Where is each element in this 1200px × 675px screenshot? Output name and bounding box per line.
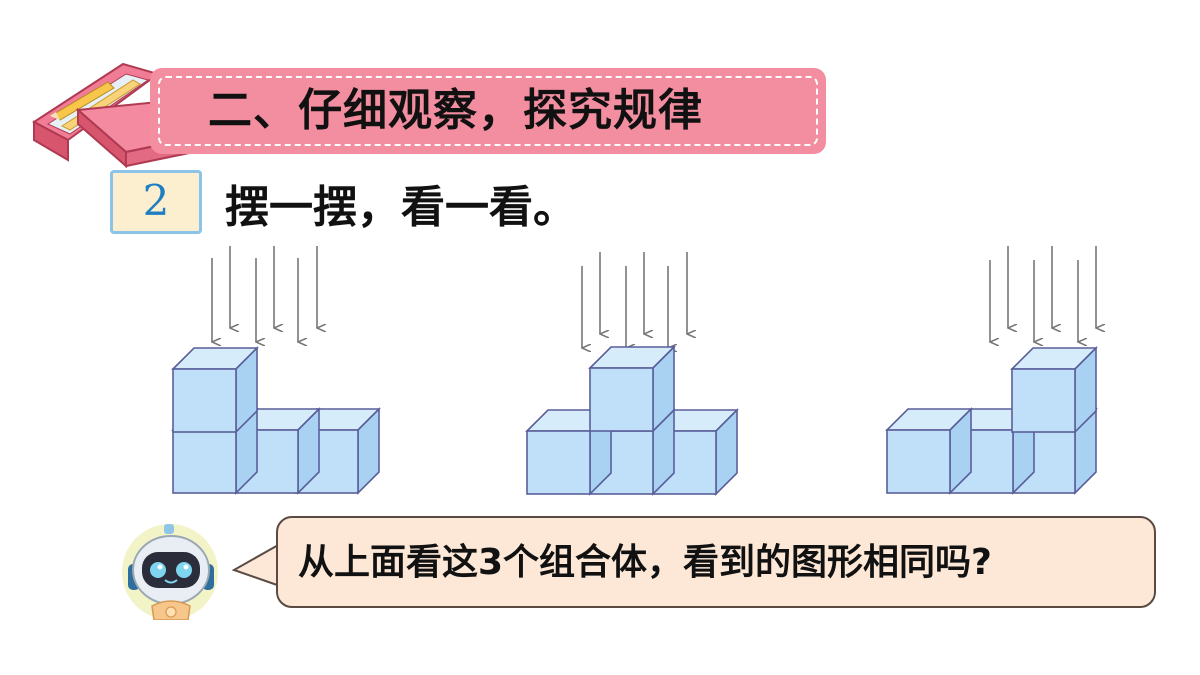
figure-3 <box>886 246 1097 494</box>
figure-1 <box>172 246 380 494</box>
question-text: 从上面看这3个组合体，看到的图形相同吗? <box>298 542 992 583</box>
banner-dashed-border <box>158 76 818 146</box>
figure-2 <box>526 252 738 495</box>
pencil-box-icon <box>32 62 226 169</box>
problem-number-badge: 2 <box>110 170 202 234</box>
figure-2-arrows <box>582 252 687 348</box>
section-title: 二、仔细观察，探究规律 <box>208 85 703 136</box>
speech-bubble-tail <box>232 543 282 587</box>
cube <box>589 346 675 432</box>
cube <box>886 408 972 494</box>
figure-3-arrows <box>990 246 1096 342</box>
robot-avatar-icon <box>122 524 218 620</box>
figure-1-arrows <box>212 246 317 342</box>
problem-instruction: 摆一摆，看一看。 <box>225 182 577 233</box>
section-banner <box>150 68 826 154</box>
speech-bubble <box>276 516 1156 608</box>
cube <box>172 347 258 433</box>
cube <box>1011 347 1097 433</box>
